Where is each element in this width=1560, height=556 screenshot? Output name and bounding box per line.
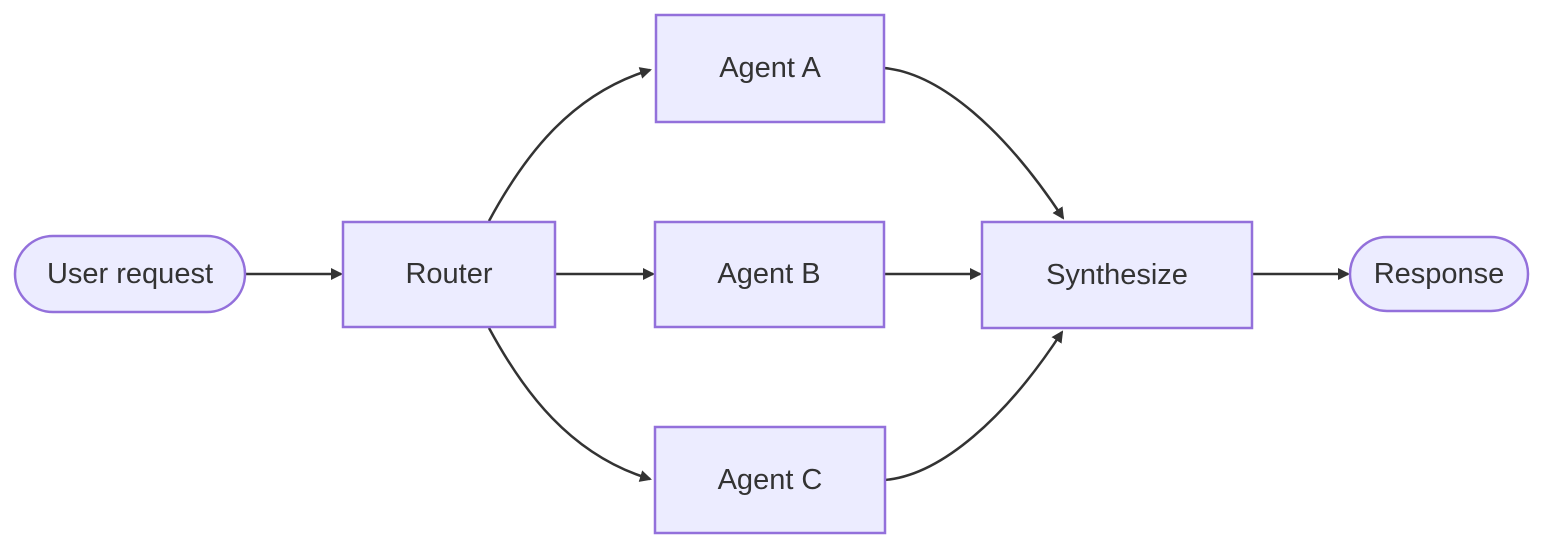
node-response-shape [1348,235,1530,313]
node-agent-c-label: Agent C [718,464,823,496]
node-synthesize: Synthesize [980,220,1254,330]
node-agent-c-shape [653,425,887,535]
node-router: Router [341,220,557,329]
node-router-shape [341,220,557,329]
node-user-request: User request [13,234,247,314]
node-router-label: Router [405,258,492,290]
node-user-request-label: User request [47,258,213,290]
node-agent-a-shape [654,13,886,124]
edge-agent-c-to-synthesize [884,330,1064,482]
node-agent-b-shape [653,220,886,329]
node-response-label: Response [1374,258,1505,290]
node-agent-b-label: Agent B [717,258,820,290]
node-agent-c: Agent C [653,425,887,535]
node-response: Response [1348,235,1530,313]
edge-router-to-agent-a [487,67,652,222]
node-user-request-shape [13,234,247,314]
node-agent-a-label: Agent A [719,52,821,84]
node-agent-a: Agent A [654,13,886,124]
edge-agent-a-to-synthesize [883,66,1065,220]
node-agent-b: Agent B [653,220,886,329]
node-synthesize-shape [980,220,1254,330]
node-synthesize-label: Synthesize [1046,259,1188,291]
edge-router-to-agent-c [487,327,652,482]
edge-layer [245,66,1350,482]
